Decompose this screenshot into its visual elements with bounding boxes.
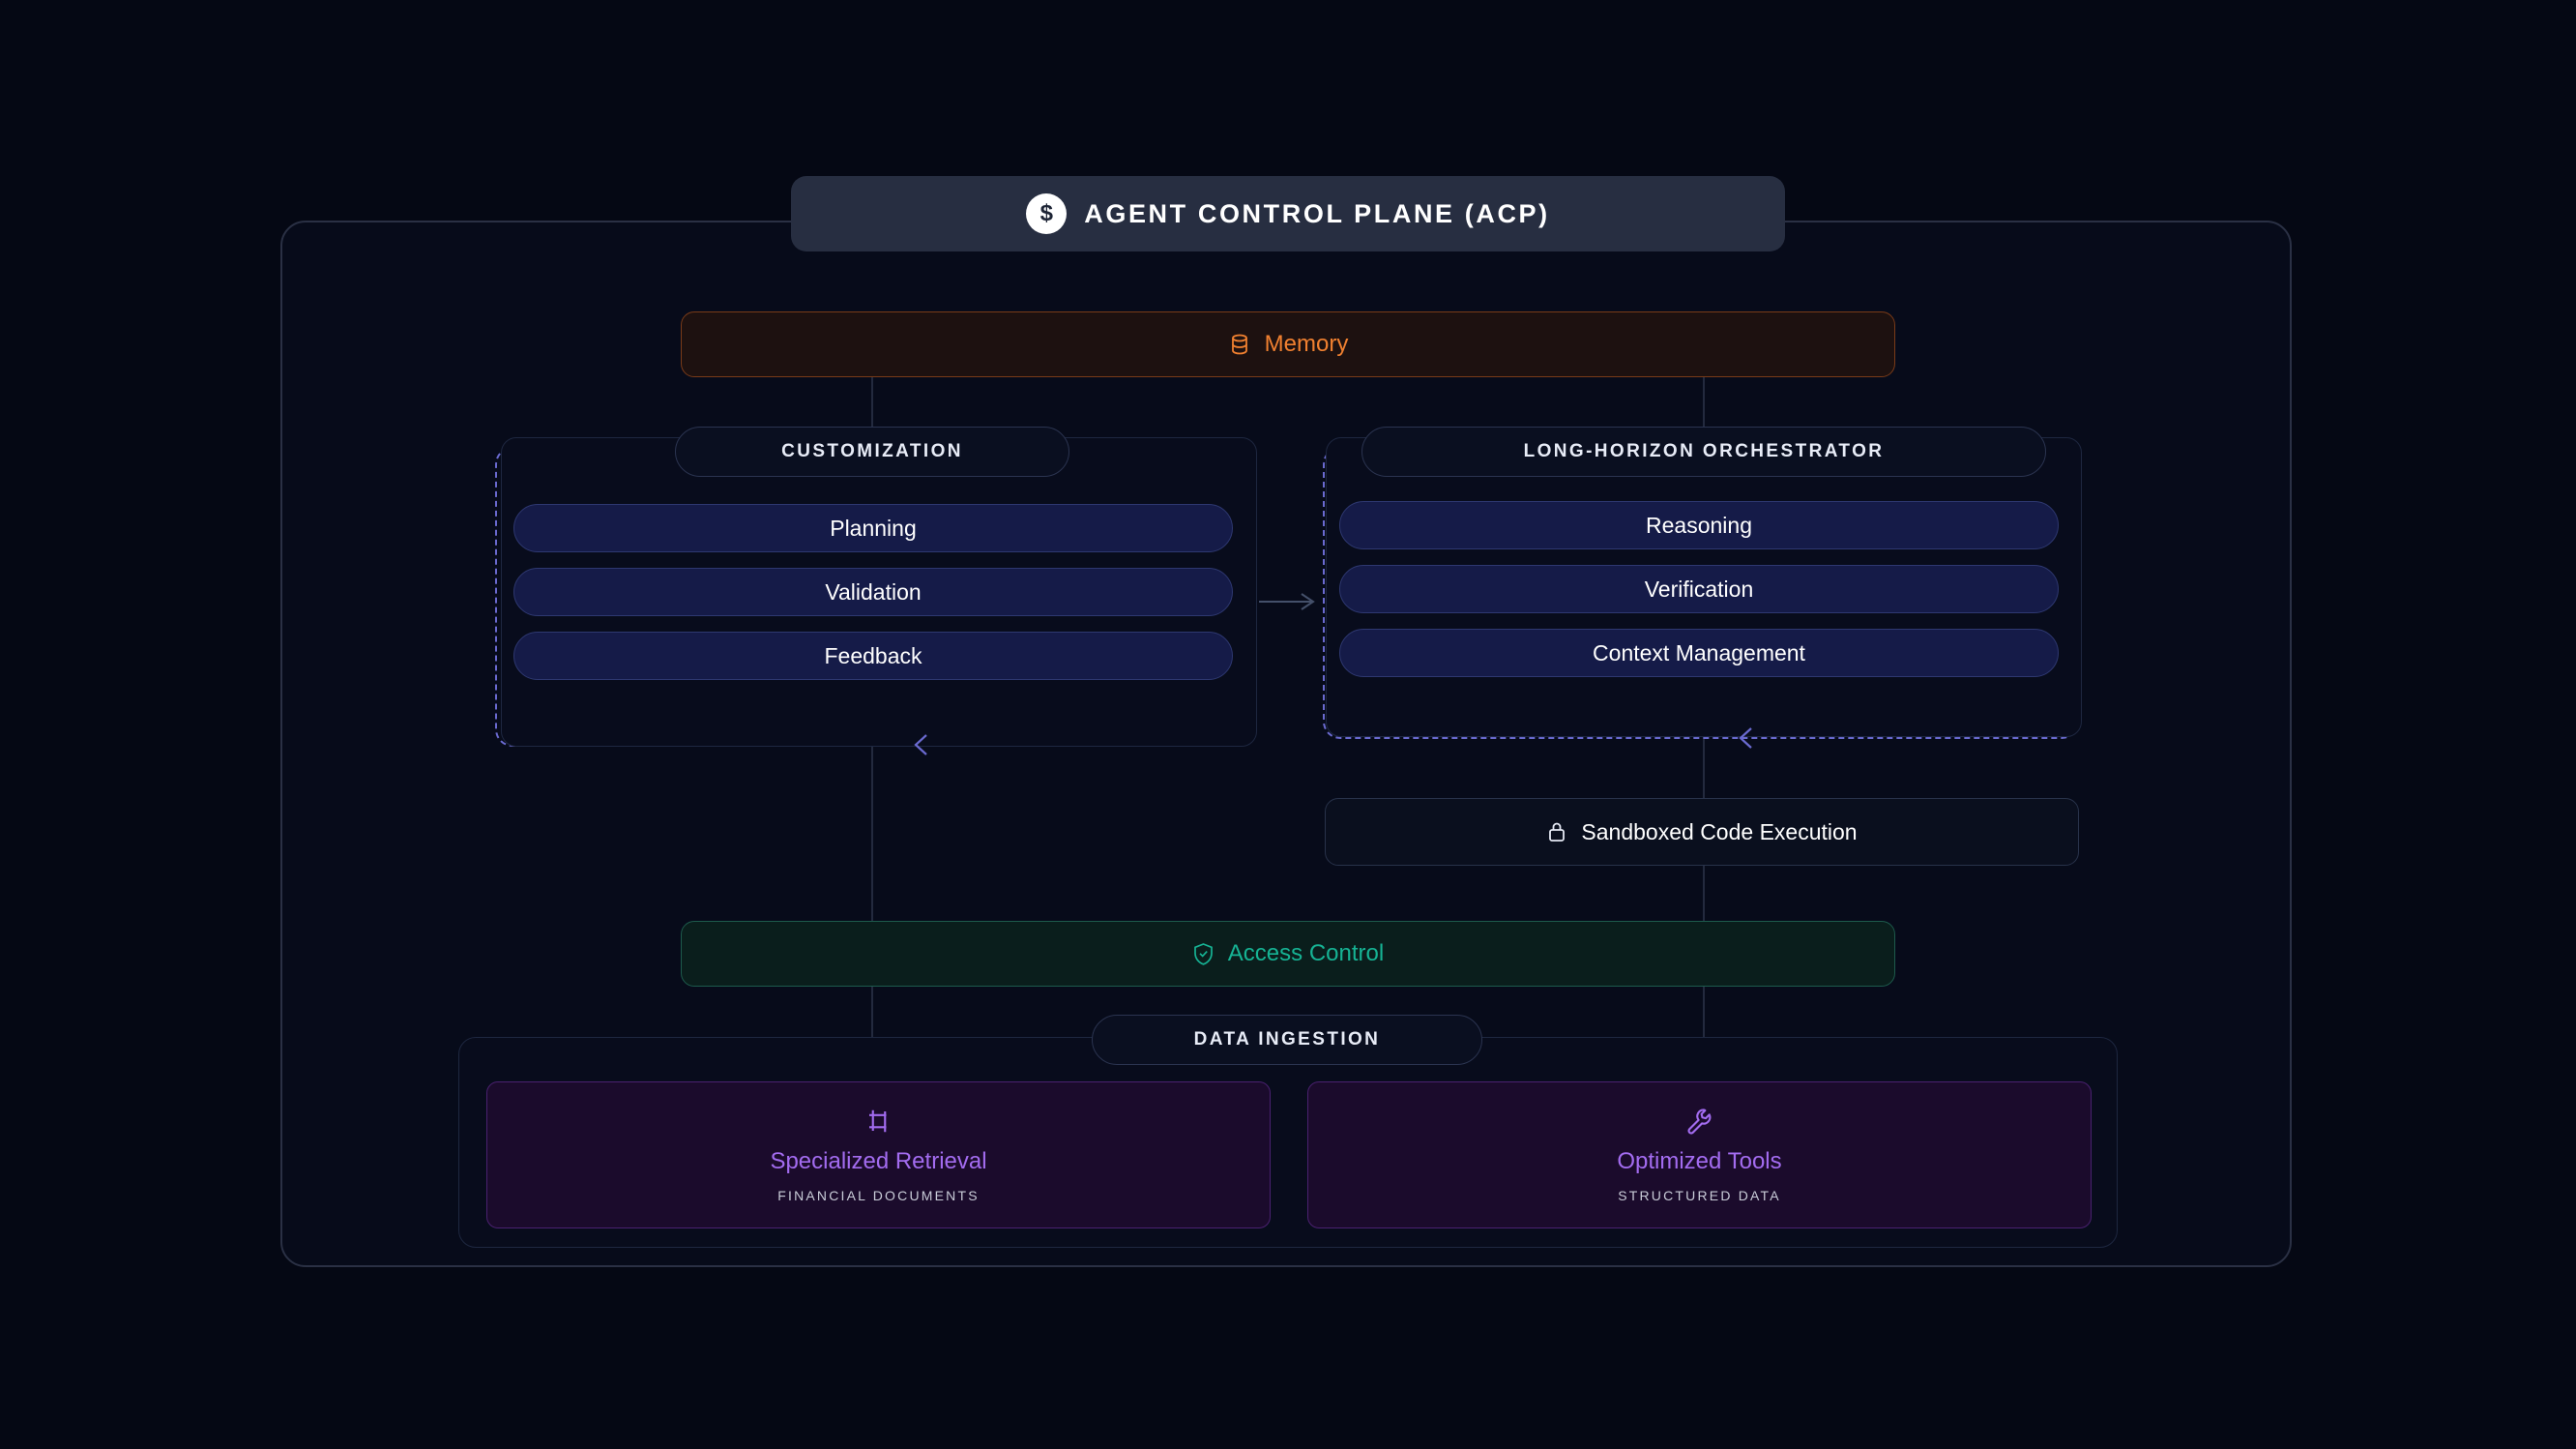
access-control-bar[interactable]: Access Control — [681, 921, 1895, 987]
group-label-orchestrator: LONG-HORIZON ORCHESTRATOR — [1361, 427, 2046, 477]
sandbox-label: Sandboxed Code Execution — [1581, 818, 1858, 844]
arrowhead-left-orchestrator — [1736, 725, 1757, 751]
card-optimized-tools[interactable]: Optimized Tools STRUCTURED DATA — [1307, 1081, 2092, 1228]
group-items-customization: Planning Validation Feedback — [513, 504, 1233, 680]
item-reasoning[interactable]: Reasoning — [1339, 501, 2059, 549]
group-label-customization: CUSTOMIZATION — [675, 427, 1069, 477]
database-icon — [1228, 333, 1251, 356]
memory-label: Memory — [1264, 331, 1349, 357]
card-title: Optimized Tools — [1617, 1148, 1782, 1174]
connector-access-to-ingestion-left — [871, 987, 873, 1039]
item-planning[interactable]: Planning — [513, 504, 1233, 552]
acp-header: $ AGENT CONTROL PLANE (ACP) — [791, 176, 1785, 251]
arrowhead-left-customization — [911, 732, 932, 757]
connector-customization-to-access — [871, 747, 873, 923]
data-ingestion-cards: Specialized Retrieval FINANCIAL DOCUMENT… — [486, 1081, 2092, 1228]
item-verification[interactable]: Verification — [1339, 565, 2059, 613]
connector-memory-to-customization — [871, 377, 873, 437]
connector-access-to-ingestion-right — [1703, 987, 1705, 1039]
data-ingestion-label: DATA INGESTION — [1092, 1015, 1482, 1065]
card-subtitle: FINANCIAL DOCUMENTS — [777, 1188, 980, 1203]
shield-check-icon — [1192, 942, 1215, 966]
connector-sandbox-to-access — [1703, 866, 1705, 924]
card-title: Specialized Retrieval — [770, 1148, 987, 1174]
wrench-icon — [1685, 1107, 1714, 1136]
item-feedback[interactable]: Feedback — [513, 632, 1233, 680]
card-specialized-retrieval[interactable]: Specialized Retrieval FINANCIAL DOCUMENT… — [486, 1081, 1271, 1228]
connector-memory-to-orchestrator — [1703, 377, 1705, 437]
connector-orchestrator-to-sandbox — [1703, 739, 1705, 799]
frame-icon — [864, 1107, 893, 1136]
access-control-label: Access Control — [1227, 940, 1385, 966]
item-validation[interactable]: Validation — [513, 568, 1233, 616]
memory-bar[interactable]: Memory — [681, 311, 1895, 377]
page-title: AGENT CONTROL PLANE (ACP) — [1084, 198, 1550, 228]
item-context-management[interactable]: Context Management — [1339, 629, 2059, 677]
lock-icon — [1546, 820, 1567, 843]
dollar-sign-icon: $ — [1026, 193, 1068, 234]
arrow-customization-to-orchestrator — [1257, 590, 1319, 613]
sandboxed-code-execution[interactable]: Sandboxed Code Execution — [1325, 798, 2079, 866]
group-items-orchestrator: Reasoning Verification Context Managemen… — [1339, 501, 2059, 677]
card-subtitle: STRUCTURED DATA — [1618, 1188, 1781, 1203]
